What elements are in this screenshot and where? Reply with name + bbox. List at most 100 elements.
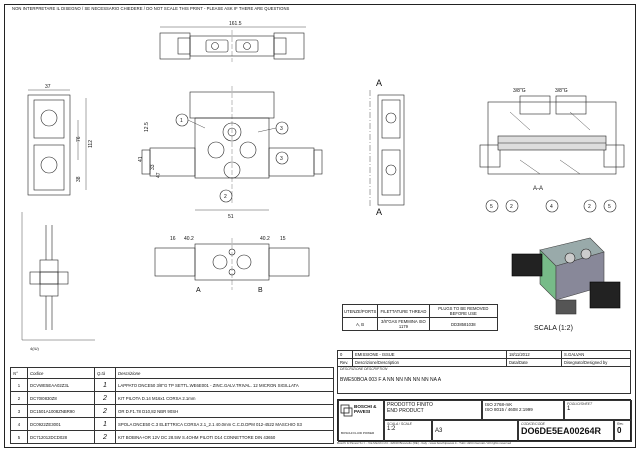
dim-w2: 51	[228, 214, 234, 220]
product-label-en: END PRODUCT	[387, 408, 424, 414]
port-b-thread: 3/8"G	[555, 88, 568, 94]
part-desc: OR D.F1.78 D10,82 NBR 90SH	[115, 404, 334, 418]
table-row: 1 DCVWE5EAA02Z3L 1 LAPPATO DNCE50 3/8"G …	[10, 378, 334, 392]
rev-num-header: Rev.	[337, 358, 353, 367]
plugs-header: PLUGS TO BE REMOVED BEFORE USE	[428, 304, 499, 318]
part-code: DC0922ZE3001	[27, 417, 95, 431]
company-name: BOSCHI & PAVESI	[354, 404, 377, 414]
left-side-view: 37 76 112 38	[27, 84, 94, 196]
code-label: CODICE/CODE	[521, 422, 545, 426]
parts-list: N° Codice Q.tà Descrizione 1 DCVWE5EAA02…	[10, 367, 334, 444]
format-cell: A3	[432, 420, 518, 442]
table-row: 4 DC0922ZE3001 1 SPOLA DNCE50 C.3 ELETTR…	[10, 417, 334, 431]
port-a-label: A	[196, 287, 201, 294]
revision-header-row: Rev. Descrizione/Description Data/Date D…	[337, 358, 631, 367]
balloon-4: 4	[550, 204, 553, 210]
port-a-thread: 3/8"G	[513, 88, 526, 94]
plugs-value: DD38581038	[428, 317, 499, 331]
part-qty: 1	[94, 378, 116, 392]
part-desc: SPOLA DNCE50 C.3 ELETTRICA CORSA 2.1_2.1…	[115, 417, 334, 431]
drawing-code: DO6DE5EA00264R	[521, 426, 602, 436]
dim-w3: 40.2	[184, 236, 194, 242]
header-note: NON INTERPRETARE IL DISEGNO / SE NECESSA…	[12, 6, 290, 11]
table-row: 2 DC70I0830Z8 2 KIT PILOTA D.14 M16x1 CO…	[10, 391, 334, 405]
bottom-view: 40.2 40.2 16 15 A B	[154, 236, 310, 294]
revision-row: 0 EMISSIONE - ISSUE 18/11/2012 S.GALVAN	[337, 350, 631, 359]
balloon-5b: 5	[608, 204, 611, 210]
dim-d4: 47	[156, 172, 162, 178]
rev-by: S.GALVAN	[561, 350, 631, 359]
dim-top-width: 161.5	[229, 21, 242, 27]
company-logo	[340, 404, 353, 417]
part-n: 3	[10, 404, 28, 418]
code-cell: CODICE/CODE DO6DE5EA00264R	[518, 420, 614, 442]
part-n: 5	[10, 430, 28, 444]
balloon-3b: 3	[280, 156, 283, 162]
front-view: 51 12.5 41 33 47 1 3 2 3	[138, 86, 323, 220]
dim-d3: 33	[150, 164, 156, 170]
part-qty: 2	[94, 391, 116, 405]
balloon-2b: 2	[588, 204, 591, 210]
part-desc: KIT PILOTA D.14 M16x1 CORSA 2.1mm	[115, 391, 334, 405]
col-qty: Q.tà	[94, 367, 116, 379]
rev-date: 18/11/2012	[506, 350, 562, 359]
sheet-cell: FOGLIO/SHEET 1	[564, 400, 632, 420]
scale-label: SCALA / SCALE	[387, 422, 412, 426]
ports-value: A, B	[341, 317, 379, 331]
balloon-5a: 5	[490, 204, 493, 210]
title-block: BOSCHI & PAVESI BOSCHI FLUID POWER PRODO…	[337, 399, 632, 442]
rev-by-header: Disegnato/Designed by	[561, 358, 631, 367]
balloon-2a: 2	[510, 204, 513, 210]
company-sub: BOSCHI FLUID POWER	[341, 431, 375, 435]
hydraulic-symbol: 4(IU)	[21, 212, 95, 351]
dim-d2: 41	[138, 156, 144, 162]
part-n: 4	[10, 417, 28, 431]
rev-label: Rev.	[617, 422, 624, 426]
dim-w1: 37	[45, 84, 51, 90]
description-value: BWE50BOA 003 F A NN NN NN NN NN NA A	[340, 377, 442, 383]
col-n: N°	[10, 367, 28, 379]
footer-note: Boschi & Pavesi S.r.l. - Via Mazzini 24 …	[337, 441, 512, 445]
iso-scale-label: SCALA (1:2)	[534, 325, 573, 332]
dim-d1: 12.5	[144, 122, 150, 132]
dim-left-bottom: 4(IU)	[30, 346, 40, 351]
product-label: PRODOTTO FINITO	[387, 402, 433, 408]
rev-value: 0	[617, 426, 622, 435]
section-cut-top: A	[376, 78, 382, 88]
product-cell: PRODOTTO FINITO END PRODUCT	[384, 400, 482, 420]
col-desc: Descrizione	[115, 367, 334, 379]
col-code: Codice	[27, 367, 95, 379]
sheet-value: 1	[567, 406, 571, 412]
part-code: DC1501A1008ZNBR90	[27, 404, 95, 418]
balloon-1: 1	[180, 118, 183, 124]
section-cut-bottom: A	[376, 207, 382, 217]
standard: ISO 8015 / 4608 2:1999	[485, 407, 533, 412]
part-qty: 1	[94, 417, 116, 431]
section-label: A-A	[533, 186, 543, 192]
tolerance: ISO 2768-mK	[485, 402, 513, 407]
balloon-2: 2	[224, 194, 227, 200]
tolerance-cell: ISO 2768-mK ISO 8015 / 4608 2:1999	[482, 400, 564, 420]
drawing-frame	[4, 4, 636, 448]
company-cell: BOSCHI & PAVESI BOSCHI FLUID POWER	[338, 400, 384, 442]
part-code: DC70I0830Z8	[27, 391, 95, 405]
top-view: 161.5	[159, 21, 306, 62]
rev-num: 0	[337, 350, 353, 359]
table-row: 5 DC712012DCD028 2 KIT BOBINA+OR 12V DC …	[10, 430, 334, 444]
description-label: DESCRIZIONE DESCRIPTION	[340, 367, 388, 371]
part-desc: LAPPATO DNCE50 3/8"G TP SETTL.WE6E001 - …	[115, 378, 334, 392]
part-qty: 2	[94, 404, 116, 418]
rev-desc-header: Descrizione/Description	[352, 358, 507, 367]
part-n: 2	[10, 391, 28, 405]
balloon-3a: 3	[280, 126, 283, 132]
ports-header: UTENZE/PORTS	[341, 304, 379, 318]
ports-table: UTENZE/PORTS FILETTATURE THREAD PLUGS TO…	[341, 304, 499, 331]
dim-h2: 112	[88, 140, 94, 148]
table-row: 3 DC1501A1008ZNBR90 2 OR D.F1.78 D10,82 …	[10, 404, 334, 418]
dim-w5: 16	[170, 236, 176, 242]
part-code: DC712012DCD028	[27, 430, 95, 444]
part-desc: KIT BOBINA+OR 12V DC 28.5W S.4OHM PILOTI…	[115, 430, 334, 444]
format-value: A3	[435, 428, 443, 434]
scale-value: 1:2	[387, 426, 396, 432]
